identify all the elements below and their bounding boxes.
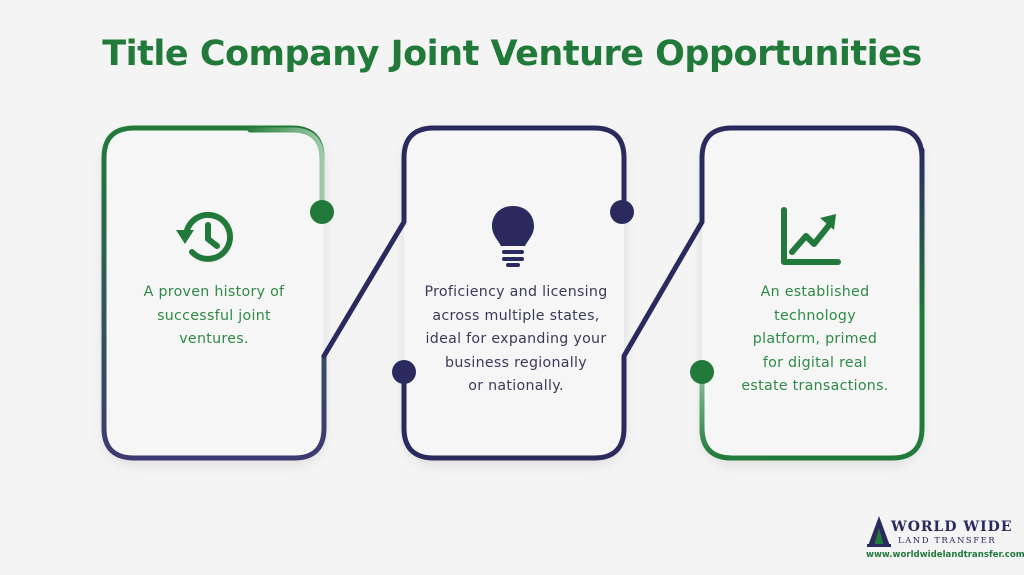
lightbulb-icon (492, 206, 534, 267)
logo-line-2: LAND TRANSFER (898, 536, 997, 546)
history-clock-icon (176, 211, 233, 262)
company-logo: WORLD WIDE LAND TRANSFER www.worldwidela… (858, 512, 1024, 564)
endpoint-dot (310, 200, 334, 224)
endpoint-dot (392, 360, 416, 384)
logo-url[interactable]: www.worldwidelandtransfer.com (866, 550, 1024, 560)
logo-mark-icon (867, 516, 891, 547)
card-1-text: A proven history of successful joint ven… (143, 284, 285, 347)
endpoint-dot (610, 200, 634, 224)
connector-1-2 (321, 125, 627, 359)
card-2-text: Proficiency and licensing across multipl… (424, 284, 608, 394)
card-3-text: An established technology platform, prim… (741, 284, 889, 394)
card-2-border (401, 125, 925, 461)
logo-line-1: WORLD WIDE (891, 519, 1013, 535)
card-shadows (104, 128, 922, 458)
endpoint-dot (690, 360, 714, 384)
growth-chart-icon (781, 207, 841, 265)
page-title: Title Company Joint Venture Opportunitie… (102, 34, 922, 74)
